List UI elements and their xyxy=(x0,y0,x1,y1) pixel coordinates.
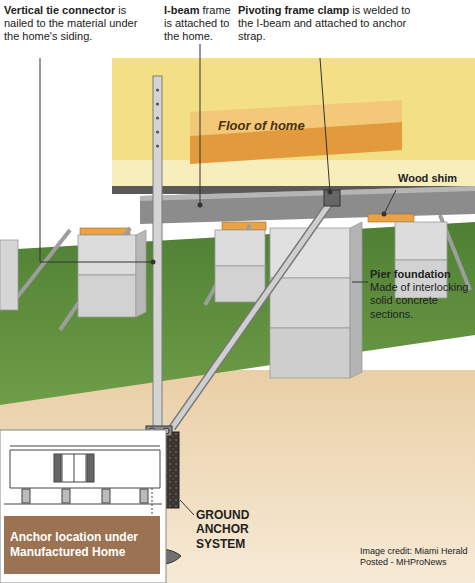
callout-text: Floor of home xyxy=(218,118,358,134)
wood-shim xyxy=(222,222,266,230)
callout-text: Vertical tie connectoris nailed to the m… xyxy=(4,4,154,44)
inset-frame xyxy=(0,430,166,583)
vertical-tie-strap xyxy=(153,76,162,438)
wood-shim xyxy=(80,228,130,235)
callout-heading: I-beam xyxy=(164,4,203,16)
strap-nails xyxy=(156,88,159,147)
i-beam xyxy=(140,186,475,224)
callout-heading: Pier foundation xyxy=(370,268,472,281)
inset-home xyxy=(4,446,162,514)
callout-heading: Pivoting frame clamp xyxy=(238,4,352,16)
callout-heading: Posted - MHProNews xyxy=(360,557,475,568)
leader-dots xyxy=(151,190,387,265)
node-text-holder: Anchor location under Manufactured Home xyxy=(10,530,154,560)
grass xyxy=(0,222,475,405)
callout-text: Wood shim xyxy=(398,172,473,185)
callout-text: I-beamframe is attached to the home. xyxy=(164,4,236,44)
callout-text: Image credit: Miami HeraldPosted - MHPro… xyxy=(360,546,475,568)
node-text: Anchor location under Manufactured Home xyxy=(10,530,154,560)
callout-label: Floor of home xyxy=(218,118,305,133)
callout-label: GROUND ANCHOR SYSTEM xyxy=(196,508,249,551)
frame-clamp xyxy=(324,190,340,206)
callout-text: GROUND ANCHOR SYSTEM xyxy=(196,508,301,551)
callout-heading: Image credit: Miami Herald xyxy=(360,546,475,557)
callout-label: Made of interlocking solid concrete sect… xyxy=(370,281,468,319)
callout-heading: Vertical tie connector xyxy=(4,4,118,16)
home-skirt xyxy=(112,160,475,186)
location-box: Anchor location under Manufactured Home xyxy=(4,516,160,574)
home-siding xyxy=(112,58,475,186)
callout-text: Pivoting frame clampis welded to the I-b… xyxy=(238,4,428,44)
callout-label: Wood shim xyxy=(398,172,457,184)
i-beam-flange xyxy=(140,186,475,201)
anchor-strap xyxy=(172,200,332,428)
sand-ground xyxy=(0,370,475,583)
wood-shim xyxy=(368,214,414,222)
callout-text: Pier foundationMade of interlocking soli… xyxy=(370,268,472,321)
anchor-strap-edge xyxy=(172,200,332,428)
